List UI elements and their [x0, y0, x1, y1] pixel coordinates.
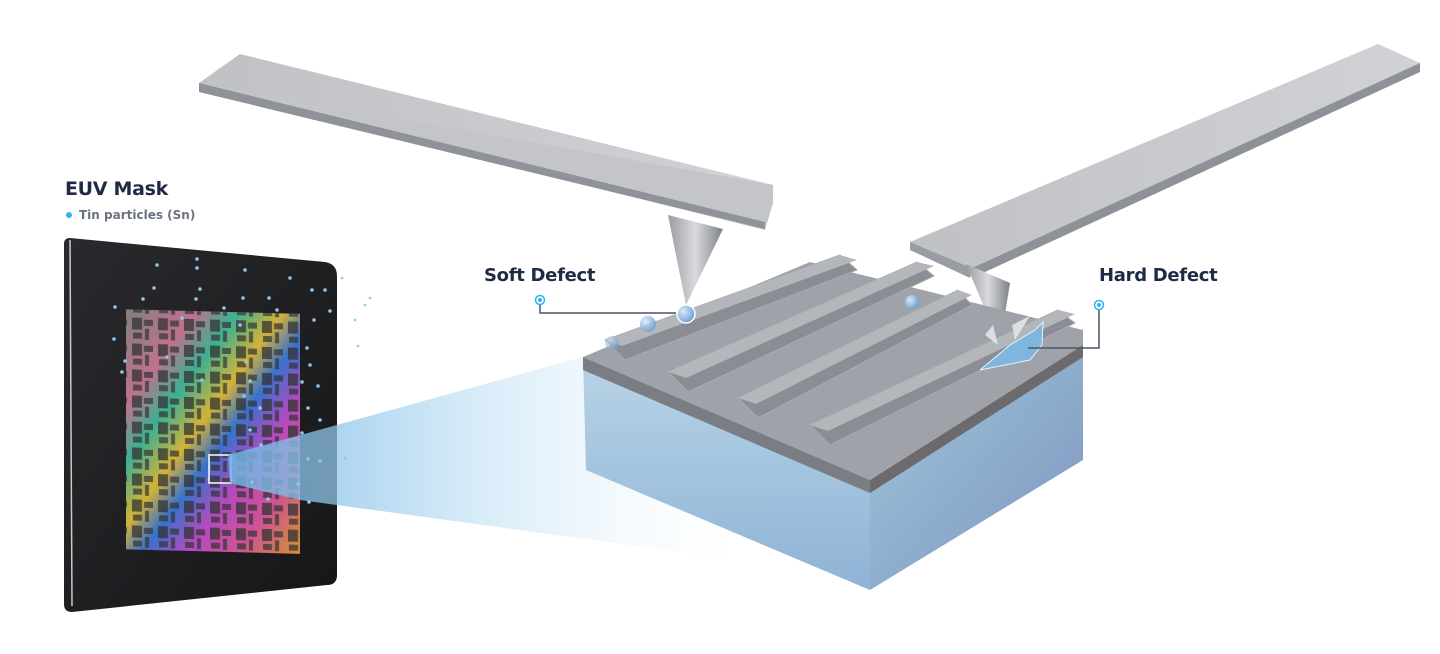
mask-cross-section-block: [583, 254, 1083, 590]
left-cantilever: [199, 54, 773, 305]
legend-item-tin-particles: Tin particles (Sn): [66, 208, 195, 222]
euv-mask-plate: [64, 238, 337, 612]
hard-defect-leader: [1028, 299, 1105, 349]
right-cantilever: [910, 44, 1420, 345]
hard-defect-label: Hard Defect: [1099, 265, 1218, 286]
mask-title: EUV Mask: [65, 178, 168, 200]
hard-defect-shard: [979, 316, 1044, 371]
soft-defect-particles: [605, 295, 919, 350]
soft-defect-particle-highlighted: [676, 304, 696, 324]
tin-particles: [112, 257, 372, 504]
legend-label: Tin particles (Sn): [79, 208, 196, 222]
soft-defect-label: Soft Defect: [484, 265, 596, 286]
soft-defect-leader: [534, 294, 676, 314]
tin-particle-dot-icon: [66, 211, 72, 218]
